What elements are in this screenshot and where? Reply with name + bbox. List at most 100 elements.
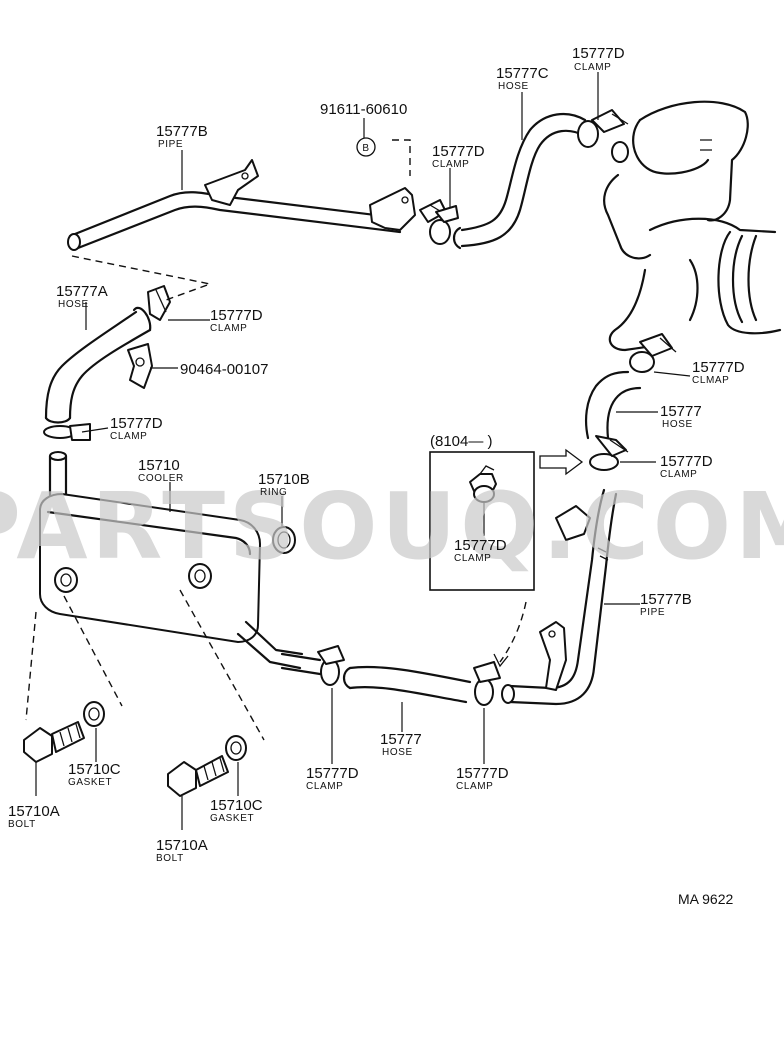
ring-15710b[interactable] xyxy=(272,526,296,554)
engine-housing xyxy=(603,100,782,352)
part-name: CLAMP xyxy=(432,159,469,170)
hose-15777[interactable] xyxy=(585,370,642,440)
part-name: RING xyxy=(260,487,287,498)
callout-hose-right: 15777 HOSE xyxy=(660,403,702,430)
part-name: HOSE xyxy=(662,419,693,430)
part-name: HOSE xyxy=(498,81,529,92)
part-name: PIPE xyxy=(640,607,665,618)
clamp-hose-a-top[interactable] xyxy=(147,285,171,321)
part-name: CLAMP xyxy=(110,431,147,442)
hose-15777a[interactable] xyxy=(44,306,152,424)
callout-bolt-right: 15710A BOLT xyxy=(156,837,208,864)
callout-bolt-ref: 91611-60610 xyxy=(320,101,407,118)
part-name: PIPE xyxy=(158,139,183,150)
callout-clamp-hose-a-bottom: 15777D CLAMP xyxy=(110,415,163,442)
clamp-bottom-right[interactable] xyxy=(473,661,501,706)
part-number: 90464-00107 xyxy=(180,361,268,378)
part-name: COOLER xyxy=(138,473,184,484)
part-number: 15777D xyxy=(210,307,263,324)
part-name: GASKET xyxy=(210,813,254,824)
callout-hose-c: 15777C HOSE xyxy=(496,65,549,92)
pipe-bottom-left[interactable] xyxy=(280,652,322,676)
part-number: 15777D xyxy=(692,359,745,376)
pipe-top[interactable] xyxy=(67,159,416,251)
part-name: CLAMP xyxy=(456,781,493,792)
callout-clamp-right-clmap: 15777D CLMAP xyxy=(692,359,745,386)
bolt-right[interactable] xyxy=(167,755,229,797)
part-number: 15710 xyxy=(138,457,180,474)
callout-clamp-bottom-right: 15777D CLAMP xyxy=(456,765,509,792)
gasket-left[interactable] xyxy=(83,701,105,727)
clamp-bottom-left[interactable] xyxy=(317,645,345,686)
callout-clamp-bottom-left: 15777D CLAMP xyxy=(306,765,359,792)
leader-lines xyxy=(35,72,691,830)
part-number: 91611-60610 xyxy=(320,101,407,118)
callout-bolt-left: 15710A BOLT xyxy=(8,803,60,830)
part-number: 15777C xyxy=(496,65,549,82)
inset-date-label: (8104— ) xyxy=(430,433,493,450)
drawing-code: MA 9622 xyxy=(678,891,733,907)
clamp-hose-a-bottom[interactable] xyxy=(43,423,91,441)
circled-ref-label: B xyxy=(362,143,369,154)
part-number: 15710C xyxy=(210,797,263,814)
callout-clamp-hose-a-top: 15777D CLAMP xyxy=(210,307,263,334)
part-name: HOSE xyxy=(58,299,89,310)
callout-hose-bottom: 15777 HOSE xyxy=(380,731,422,758)
clamp-top-right[interactable] xyxy=(577,109,629,163)
callout-clamp-mid-top: 15777D CLAMP xyxy=(432,143,485,170)
part-number: 15777D xyxy=(572,45,625,62)
callout-cooler: 15710 COOLER xyxy=(138,457,184,484)
part-number: 15777B xyxy=(156,123,208,140)
part-name: CLMAP xyxy=(692,375,729,386)
callout-pipe-b-right: 15777B PIPE xyxy=(640,591,692,618)
callout-gasket-left: 15710C GASKET xyxy=(68,761,121,788)
watermark: PARTSOUQ.COM xyxy=(0,473,784,580)
callout-clamp-top-right: 15777D CLAMP xyxy=(572,45,625,73)
part-name: CLAMP xyxy=(306,781,343,792)
circled-b: B xyxy=(356,137,376,157)
part-number: 15777D xyxy=(456,765,509,782)
part-number: 15710B xyxy=(258,471,310,488)
bracket-90464[interactable] xyxy=(127,343,153,389)
callout-pipe-b-top: 15777B PIPE xyxy=(156,123,208,150)
callout-ring: 15710B RING xyxy=(258,471,310,498)
callout-inset-label: (8104— ) xyxy=(430,433,493,450)
callout-gasket-right: 15710C GASKET xyxy=(210,797,263,824)
gasket-right[interactable] xyxy=(225,735,247,761)
part-name: CLAMP xyxy=(210,323,247,334)
hose-bottom[interactable] xyxy=(342,665,472,704)
part-name: CLAMP xyxy=(454,553,491,564)
clamp-right-lower[interactable] xyxy=(589,435,629,471)
callout-clamp-inset: 15777D CLAMP xyxy=(454,537,507,564)
part-number: 15777B xyxy=(640,591,692,608)
callout-clamp-right-lower: 15777D CLAMP xyxy=(660,453,713,480)
oil-cooler-15710[interactable] xyxy=(39,493,304,670)
part-number: 15777D xyxy=(306,765,359,782)
callout-bracket-ref: 90464-00107 xyxy=(180,361,268,378)
part-name: HOSE xyxy=(382,747,413,758)
callout-hose-a: 15777A HOSE xyxy=(56,283,108,310)
inset-pointer xyxy=(493,601,527,668)
dashed-links xyxy=(25,139,411,741)
part-name: CLAMP xyxy=(574,62,611,73)
part-number: 15777D xyxy=(110,415,163,432)
part-number: 15777 xyxy=(380,731,422,748)
clamp-right-clmap[interactable] xyxy=(629,333,677,373)
part-number: 15777A xyxy=(56,283,108,300)
clamp-mid-top[interactable] xyxy=(429,205,459,245)
part-name: CLAMP xyxy=(660,469,697,480)
part-number: 15777 xyxy=(660,403,702,420)
part-name: BOLT xyxy=(156,853,184,864)
bolt-left[interactable] xyxy=(23,721,85,763)
hose-15777c[interactable] xyxy=(452,113,587,250)
part-number: 15777D xyxy=(660,453,713,470)
part-number: 15777D xyxy=(432,143,485,160)
part-name: GASKET xyxy=(68,777,112,788)
part-number: 15710C xyxy=(68,761,121,778)
part-number: 15777D xyxy=(454,537,507,554)
part-number: 15710A xyxy=(8,803,60,820)
pipe-right[interactable] xyxy=(501,488,618,706)
part-number: 15710A xyxy=(156,837,208,854)
part-name: BOLT xyxy=(8,819,36,830)
